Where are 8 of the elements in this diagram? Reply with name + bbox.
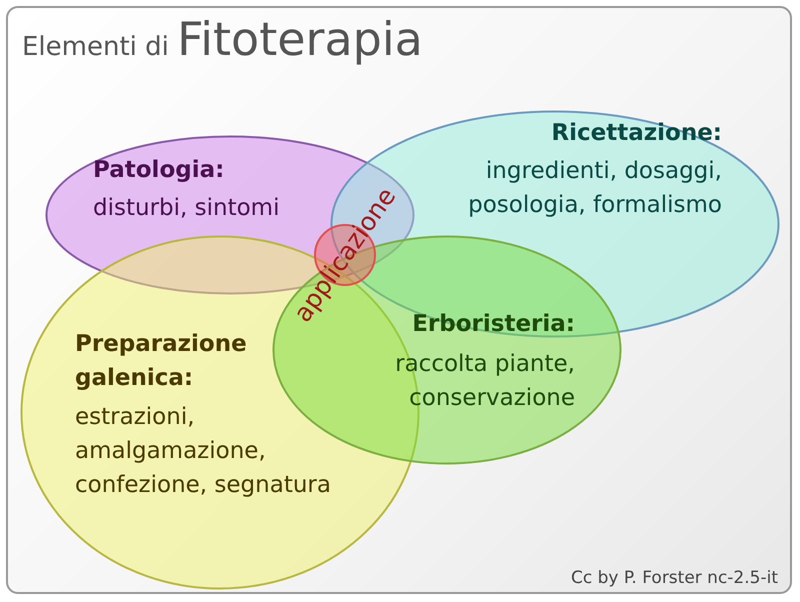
section-text: estrazioni, amalgamazione, confezione, segnatura (75, 403, 332, 500)
credit-caption: Cc by P. Forster nc-2.5-it (570, 568, 778, 588)
section-heading: Preparazione galenica: (75, 330, 248, 393)
section-text: ingredienti, dosaggi, posologia, formalismo (467, 157, 722, 220)
section-heading: Erboristeria: (411, 310, 575, 339)
section-heading: Patologia: (93, 156, 226, 185)
title: Elementi di Fitoterapia (22, 12, 423, 66)
section-heading: Ricettazione: (550, 119, 722, 148)
